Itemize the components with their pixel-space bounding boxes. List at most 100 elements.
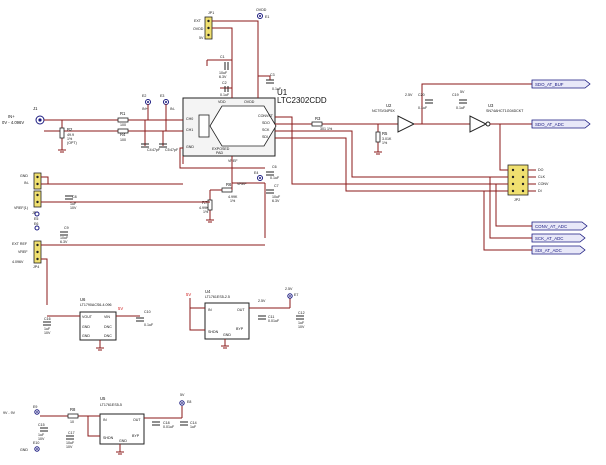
- wire-cap-drops: [144, 120, 164, 146]
- e5-test-point[interactable]: [34, 211, 40, 217]
- u4-ref: U4: [205, 289, 211, 294]
- e8-label: 5V: [180, 393, 185, 397]
- jp2-gnd: GND: [20, 174, 28, 178]
- c7-val: 10uF: [272, 195, 281, 199]
- jp-d-p3: [511, 175, 515, 179]
- jp3-header[interactable]: [33, 190, 42, 208]
- flag-sdo-adc: [531, 119, 591, 129]
- e6-test-point[interactable]: [34, 225, 40, 231]
- jp-digital-header[interactable]: [507, 164, 529, 196]
- u6-gnd: GND: [82, 325, 90, 329]
- jp1-pin2: [207, 26, 210, 30]
- e1-label: OVDD: [256, 8, 267, 12]
- flag-sck-adc: [531, 233, 586, 243]
- e10-ref: E10: [33, 441, 39, 445]
- j1-ref: J1: [33, 106, 38, 111]
- vref-section: E4 VREF C6 0.1uF C7 10uF 6.3V R6 4.99K 1…: [199, 156, 281, 238]
- u1-ref: U1: [277, 88, 288, 97]
- u1-pin-ch0: CH0: [186, 117, 193, 121]
- c14-ref: C14: [190, 421, 197, 425]
- wire-jp-d-right: [528, 169, 536, 192]
- e4-core: [259, 177, 261, 179]
- r4-ref: R4: [120, 132, 126, 137]
- jp-d-conv: CONV: [538, 182, 549, 186]
- c4-val: 47pF: [152, 148, 161, 152]
- e7-core: [289, 295, 291, 297]
- u6-reference: U6 LT1790ACS6-4.096 VOUT GND GND VIN DNC…: [43, 297, 154, 341]
- jp-d-p7: [511, 189, 515, 193]
- jp3-in-label: IN-: [24, 181, 30, 185]
- u2-part: NC7SV34P5X: [372, 109, 395, 113]
- wire-r6: [210, 183, 233, 191]
- u5-part: LT1761ES5-5: [100, 403, 122, 407]
- jp3-pin2: [36, 200, 39, 204]
- flag-conv-adc-label: CONV_AT_ADC: [535, 224, 567, 229]
- c3-ref: C3: [270, 73, 275, 77]
- r6-resistor: [221, 187, 233, 193]
- r2-ref: R2: [67, 127, 73, 132]
- c7-val2: 6.3V: [272, 199, 280, 203]
- c20-ref: C20: [418, 93, 425, 97]
- e3-label: IN-: [170, 107, 176, 111]
- c4-ref: C4: [147, 148, 152, 152]
- e2-label: IN+: [142, 107, 148, 111]
- e3-ref: E3: [160, 94, 164, 98]
- c12-val: 1uF: [298, 321, 305, 325]
- wire-sdo-buf: [421, 83, 532, 124]
- e4-label: VREF: [237, 182, 247, 186]
- r1-resistor: [117, 117, 129, 123]
- jp4-extref: EXT REF: [12, 242, 28, 246]
- r4-val: 100: [120, 138, 126, 142]
- c5-ref: C5: [165, 148, 170, 152]
- gnd-u6: [96, 340, 104, 351]
- u6-dnc2: DNC: [104, 334, 112, 338]
- gnd-r7: [206, 216, 214, 223]
- c6-ref: C6: [272, 165, 277, 169]
- c16-val: 1uF: [44, 327, 51, 331]
- e10-core: [36, 448, 38, 450]
- c16-ref: C16: [44, 317, 51, 321]
- jp2-header[interactable]: [33, 172, 42, 190]
- jp4-val: 4.096V: [12, 260, 24, 264]
- r8-val: 10: [70, 420, 74, 424]
- wire-jp2: [41, 176, 49, 184]
- e9-label: 9V - 9V: [3, 411, 16, 415]
- gnd-u5: [116, 444, 124, 455]
- u3-supply: 5V: [460, 90, 465, 94]
- r5-ref: R5: [382, 131, 388, 136]
- c14-val: 1uF: [190, 425, 197, 429]
- c7-ref: C7: [274, 184, 279, 188]
- j1-range: 0V - 4.096V: [2, 120, 24, 125]
- jp-d-p8: [521, 189, 525, 193]
- flag-sdo-buf: [531, 79, 591, 89]
- jp4-pin1: [36, 243, 39, 247]
- wire-jp4-ref: [41, 258, 48, 305]
- jp-d-p5: [511, 182, 515, 186]
- u4-regulator: U4 LT1761ES5-2.5 IN SHDN GND BYP OUT 5V …: [186, 287, 305, 340]
- c15-ref: C15: [38, 423, 45, 427]
- u5-in: IN: [103, 418, 107, 422]
- flag-sdi-adc-label: SDI_AT_ADC: [535, 248, 562, 253]
- wire-u1-gnd: [179, 147, 265, 169]
- r5-val: 3.01K: [382, 137, 392, 141]
- c18-ref: C18: [163, 421, 170, 425]
- e9-core: [36, 411, 38, 413]
- u6-gnd2: GND: [82, 334, 90, 338]
- jp-d-di: DI: [538, 189, 542, 193]
- u2-buffer: [397, 115, 416, 133]
- jp-d-p6: [521, 182, 525, 186]
- e8-core: [181, 402, 183, 404]
- u1-pin-vref: VREF: [228, 159, 238, 163]
- c11-ref: C11: [268, 315, 274, 319]
- wire-jp-d-left: [484, 176, 508, 192]
- c10-val: 0.1uF: [144, 323, 154, 327]
- jp1-opt3: 5V: [199, 36, 204, 40]
- u1-exposed-pad: EXPOSED: [212, 147, 230, 151]
- gnd-r5: [374, 148, 382, 155]
- gnd-u4: [221, 339, 229, 349]
- c11-val: 0.01uF: [268, 319, 280, 323]
- u1-core: [209, 105, 277, 147]
- c2-ref: C2: [222, 81, 227, 85]
- c16-val2: 10V: [44, 331, 51, 335]
- c20-val: 0.1uF: [418, 106, 428, 110]
